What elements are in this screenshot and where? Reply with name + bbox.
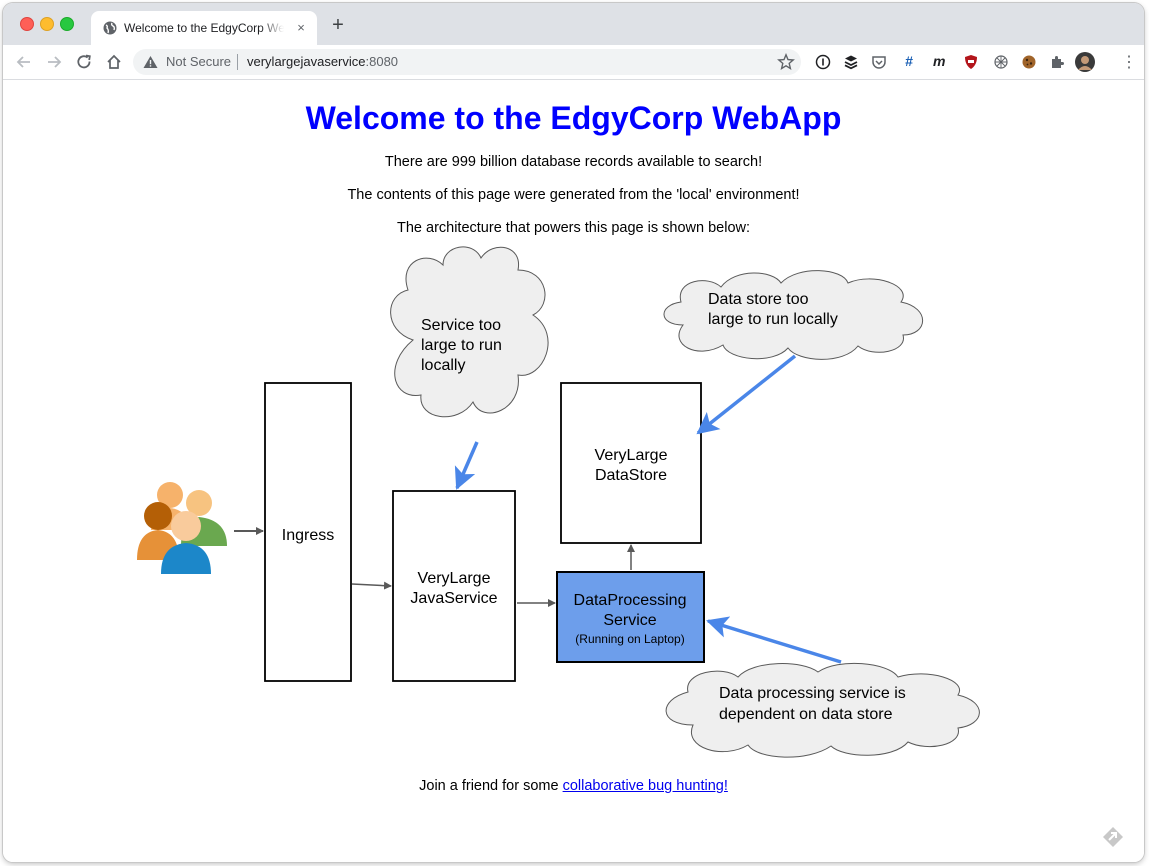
security-label[interactable]: Not Secure	[166, 54, 232, 69]
java-service-label-line2: JavaService	[410, 590, 497, 607]
users-group-icon	[137, 482, 227, 574]
datastore-note-line2: large to run locally	[708, 311, 838, 328]
service-note-line2: large to run	[421, 337, 502, 354]
minimize-window-button[interactable]	[40, 17, 54, 31]
cookie-icon[interactable]	[1021, 54, 1037, 70]
tab-close-icon[interactable]: ×	[297, 20, 305, 35]
java-service-label-line1: VeryLarge	[418, 570, 491, 587]
architecture-intro-text: The architecture that powers this page i…	[396, 220, 751, 236]
reload-icon[interactable]	[75, 53, 93, 71]
tab-title: Welcome to the EdgyCorp WebApp	[124, 21, 284, 35]
bug-hunting-link[interactable]: collaborative bug hunting!	[562, 778, 728, 794]
processing-service-box: DataProcessing Service (Running on Lapto…	[556, 571, 705, 663]
tab-active[interactable]: Welcome to the EdgyCorp WebApp ×	[91, 11, 317, 45]
dependency-callout-arrow	[706, 616, 842, 664]
datastore-label-line2: DataStore	[595, 467, 667, 484]
bookmark-star-icon[interactable]	[777, 53, 795, 71]
datastore-callout-arrow	[696, 354, 797, 435]
service-note-line1: Service too	[421, 317, 501, 334]
datastore-note-line1: Data store too	[708, 291, 809, 308]
java-service-box: VeryLarge JavaService	[392, 490, 516, 682]
hashtag-extension-icon[interactable]: #	[905, 53, 913, 69]
tab-strip: Welcome to the EdgyCorp WebApp × +	[3, 3, 1144, 45]
datastore-box: VeryLarge DataStore	[560, 382, 702, 544]
zoom-window-button[interactable]	[60, 17, 74, 31]
url-port: :8080	[365, 54, 399, 69]
puzzle-extensions-icon[interactable]	[1049, 54, 1065, 70]
ingress-to-java-arrow	[351, 581, 392, 590]
dependency-note-cloud: Data processing service is dependent on …	[665, 662, 980, 758]
toolbar: Not Secure verylargejavaservice:8080 # m	[3, 45, 1144, 80]
back-arrow-icon[interactable]	[15, 53, 33, 71]
globe-icon	[103, 21, 117, 35]
new-tab-button[interactable]: +	[332, 14, 344, 36]
environment-text: The contents of this page were generated…	[347, 187, 800, 203]
dependency-note-line1: Data processing service is	[719, 685, 906, 702]
footer-prefix: Join a friend for some	[419, 778, 563, 794]
service-callout-arrow	[454, 441, 479, 490]
grid-extension-icon[interactable]	[993, 54, 1009, 70]
address-separator	[237, 54, 238, 70]
close-window-button[interactable]	[20, 17, 34, 31]
password-manager-icon[interactable]	[815, 54, 831, 70]
ublock-shield-icon[interactable]	[963, 54, 979, 70]
url-host: verylargejavaservice	[247, 54, 366, 69]
diamond-arrow-icon[interactable]	[1101, 825, 1125, 849]
datastore-note-cloud: Data store too large to run locally	[663, 270, 924, 360]
layers-icon[interactable]	[843, 54, 859, 70]
forward-arrow-icon[interactable]	[45, 53, 63, 71]
address-bar[interactable]: Not Secure verylargejavaservice:8080	[133, 49, 801, 75]
warning-icon[interactable]	[143, 55, 158, 69]
footer-text: Join a friend for some collaborative bug…	[3, 778, 1144, 794]
service-note-cloud: Service too large to run locally	[390, 246, 549, 418]
home-icon[interactable]	[105, 53, 123, 71]
records-text: There are 999 billion database records a…	[384, 154, 763, 170]
m-extension-icon[interactable]: m	[933, 53, 946, 69]
datastore-label-line1: VeryLarge	[595, 447, 668, 464]
browser-menu-icon[interactable]: ⋮	[1121, 54, 1137, 71]
page-title: Welcome to the EdgyCorp WebApp	[305, 100, 842, 136]
browser-window: Welcome to the EdgyCorp WebApp × + Not S…	[3, 3, 1144, 862]
page-content: Welcome to the EdgyCorp WebApp There are…	[3, 80, 1144, 862]
ingress-label: Ingress	[282, 527, 334, 544]
processing-label-line1: DataProcessing	[574, 592, 687, 609]
service-note-line3: locally	[421, 357, 465, 374]
pocket-icon[interactable]	[871, 54, 887, 70]
ingress-box: Ingress	[264, 382, 352, 682]
architecture-diagram: Ingress VeryLarge JavaService VeryLarge …	[137, 246, 980, 758]
url-text[interactable]: verylargejavaservice:8080	[247, 54, 398, 69]
processing-label-line3: (Running on Laptop)	[575, 632, 684, 646]
dependency-note-line2: dependent on data store	[719, 706, 893, 723]
processing-label-line2: Service	[603, 612, 656, 629]
profile-avatar[interactable]	[1075, 52, 1095, 72]
